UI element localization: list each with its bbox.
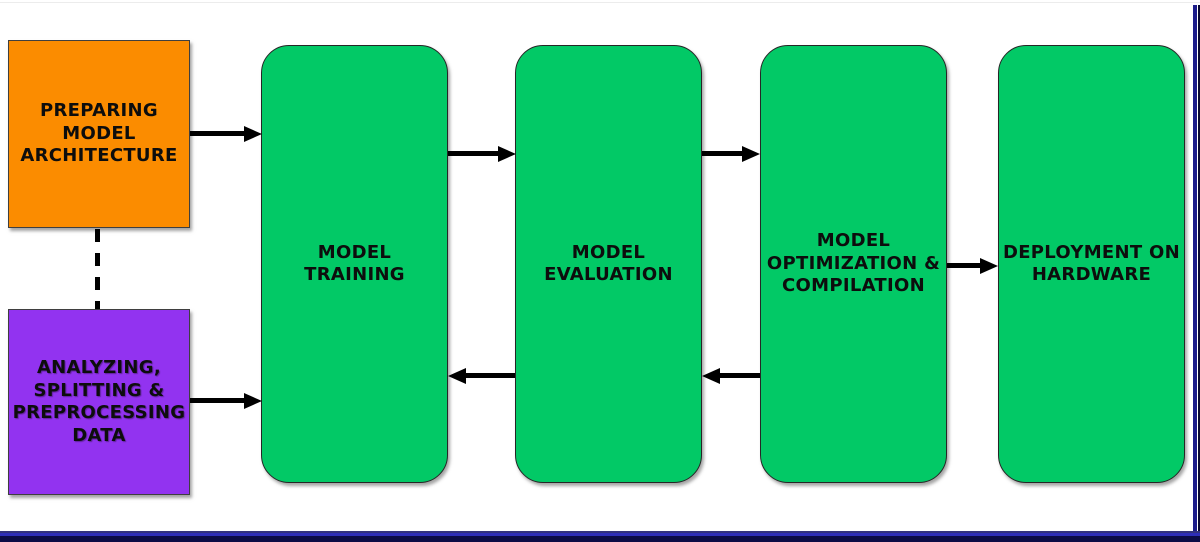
arrow-evaluation-to-optimization: [702, 151, 742, 156]
arrow-evaluation-to-training: [466, 373, 515, 378]
node-model-training: MODEL TRAINING: [261, 45, 448, 483]
node-label-model-training: MODEL TRAINING: [304, 241, 405, 286]
arrow-training-to-evaluation: [448, 151, 498, 156]
node-analyzing-splitting-preprocessing-data: ANALYZING, SPLITTING & PREPROCESSING DAT…: [8, 309, 190, 495]
arrow-data-to-training: [190, 398, 244, 403]
arrow-optimization-to-evaluation: [720, 373, 760, 378]
arrow-architecture-to-training: [190, 131, 244, 136]
node-preparing-model-architecture: PREPARING MODEL ARCHITECTURE: [8, 40, 190, 228]
node-label-model-optimization-compilation: MODEL OPTIMIZATION & COMPILATION: [766, 230, 941, 297]
frame-top-border: [0, 2, 1200, 3]
frame-right-border: [1192, 5, 1200, 542]
node-model-evaluation: MODEL EVALUATION: [515, 45, 702, 483]
arrow-optimization-to-deployment: [947, 263, 980, 268]
node-deployment-on-hardware: DEPLOYMENT ON HARDWARE: [998, 45, 1185, 483]
node-model-optimization-compilation: MODEL OPTIMIZATION & COMPILATION: [760, 45, 947, 483]
node-label-model-evaluation: MODEL EVALUATION: [544, 241, 673, 286]
dashed-connector-architecture-data: [95, 229, 100, 309]
node-label-preparing-model-architecture: PREPARING MODEL ARCHITECTURE: [20, 100, 178, 167]
node-label-deployment-on-hardware: DEPLOYMENT ON HARDWARE: [1002, 241, 1181, 286]
node-label-analyzing-splitting-preprocessing-data: ANALYZING, SPLITTING & PREPROCESSING DAT…: [12, 357, 186, 446]
frame-bottom-border: [0, 531, 1200, 542]
